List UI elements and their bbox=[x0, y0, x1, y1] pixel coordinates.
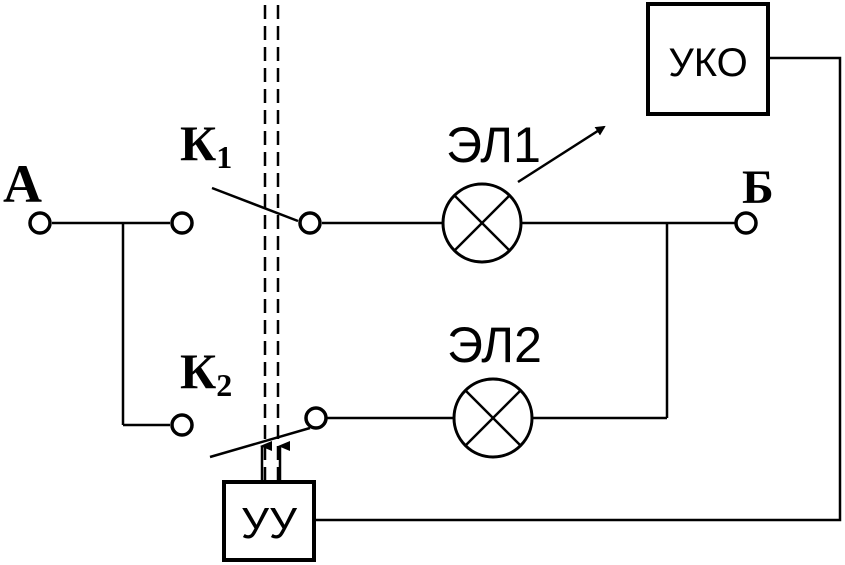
switch-k2-sub: 2 bbox=[216, 367, 232, 403]
lamp-el1-icon bbox=[441, 182, 523, 264]
switch-k1-label: К1 bbox=[180, 115, 232, 175]
block-uu-label: УУ bbox=[241, 499, 298, 548]
node-a-label: А bbox=[3, 154, 42, 214]
switch-k1-blade bbox=[211, 186, 299, 223]
switch-k1-letter: К bbox=[180, 115, 216, 171]
lamp-el1-label: ЭЛ1 bbox=[446, 117, 541, 173]
switch-k2-blade bbox=[209, 426, 311, 459]
switch-k1-sub: 1 bbox=[216, 139, 232, 175]
terminal-k2-right bbox=[304, 406, 328, 430]
node-b-label: Б bbox=[742, 161, 774, 214]
terminal-k1-right bbox=[298, 211, 322, 235]
lamp-el2-label: ЭЛ2 bbox=[447, 317, 542, 373]
switch-k2-letter: К bbox=[180, 343, 216, 399]
light-ray-arrow bbox=[517, 125, 606, 184]
switch-k2-label: К2 bbox=[180, 343, 232, 403]
terminal-k2-left bbox=[170, 413, 194, 437]
lamp-el2-icon bbox=[452, 377, 534, 459]
terminal-b bbox=[734, 211, 758, 235]
block-uko-label: УКО bbox=[668, 41, 747, 85]
block-uko bbox=[646, 2, 770, 116]
block-uu bbox=[222, 480, 316, 562]
terminal-k1-left bbox=[170, 211, 194, 235]
terminal-a bbox=[28, 211, 52, 235]
wire-uu-to-uko bbox=[316, 56, 842, 522]
